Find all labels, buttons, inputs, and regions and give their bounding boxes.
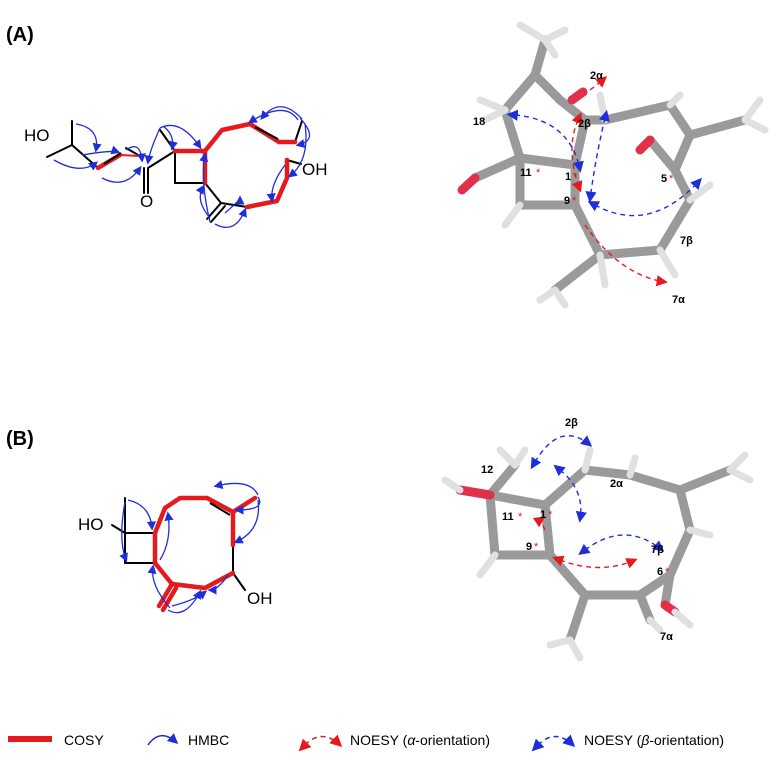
legend-hmbc-label: HMBC (188, 732, 230, 748)
model-b-9: 9 (526, 541, 532, 553)
model-b: 2β 12 2α 11 1 9 7β 6 7α * * * * (441, 417, 754, 662)
model-b-7beta: 7β (651, 544, 664, 556)
model-a-2beta: 2β (578, 118, 591, 130)
model-a-1: 1 (565, 171, 571, 183)
legend-noesy-beta-prefix: NOESY ( (584, 732, 642, 748)
legend-cosy-label: COSY (64, 732, 104, 748)
model-a-5: 5 (661, 173, 667, 185)
model-b-11-star: * (518, 511, 523, 523)
panel-label-a: (A) (6, 24, 34, 46)
figure-canvas: HO O OH (24, 21, 769, 662)
structure-a: HO O OH (24, 106, 328, 228)
ho-label-a: HO (24, 126, 50, 145)
model-a-11: 11 (520, 167, 532, 179)
legend-noesy-alpha-label: NOESY (α-orientation) (350, 732, 490, 748)
model-a-5-star: * (669, 173, 674, 185)
model-b-6: 6 (657, 566, 663, 578)
legend: COSY HMBC NOESY (α-orientation) NOESY (β… (0, 718, 776, 758)
model-a-7beta: 7β (680, 235, 693, 247)
model-a-9-star: * (572, 195, 577, 207)
model-b-7alpha: 7α (660, 631, 673, 643)
model-a-2alpha: 2α (590, 70, 603, 82)
model-a-1-star: * (573, 171, 578, 183)
model-b-1: 1 (540, 509, 546, 521)
legend-symbols (8, 733, 576, 752)
model-b-1-star: * (548, 509, 553, 521)
model-a-11-star: * (536, 167, 541, 179)
oh-label-b: OH (247, 589, 273, 608)
legend-noesy-beta-greek: β (641, 732, 650, 748)
model-a-7alpha: 7α (672, 294, 685, 306)
model-a-18: 18 (473, 116, 485, 128)
legend-noesy-beta-suffix: -orientation) (649, 732, 725, 748)
model-b-9-star: * (534, 541, 539, 553)
carbonyl-o-label-a: O (140, 192, 153, 211)
model-b-6-star: * (665, 566, 670, 578)
model-a: 2α 2β 18 11 1 9 5 7β 7α * * * * (457, 21, 769, 309)
ho-label-b: HO (78, 515, 104, 534)
legend-noesy-beta-label: NOESY (β-orientation) (584, 732, 724, 748)
model-b-12: 12 (481, 464, 493, 476)
legend-noesy-alpha-swatch (298, 734, 343, 752)
legend-noesy-alpha-suffix: -orientation) (415, 732, 490, 748)
structure-b: HO OH (78, 480, 273, 614)
legend-noesy-alpha-greek: α (407, 732, 416, 748)
model-b-11: 11 (502, 511, 514, 523)
legend-noesy-alpha-prefix: NOESY ( (350, 732, 408, 748)
model-b-2alpha: 2α (610, 478, 623, 490)
panel-label-b: (B) (6, 428, 34, 450)
legend-hmbc-swatch (147, 733, 179, 746)
oh-label-a: OH (302, 160, 328, 179)
model-a-9: 9 (564, 195, 570, 207)
legend-noesy-beta-swatch (531, 734, 576, 752)
model-b-2beta: 2β (565, 417, 578, 429)
